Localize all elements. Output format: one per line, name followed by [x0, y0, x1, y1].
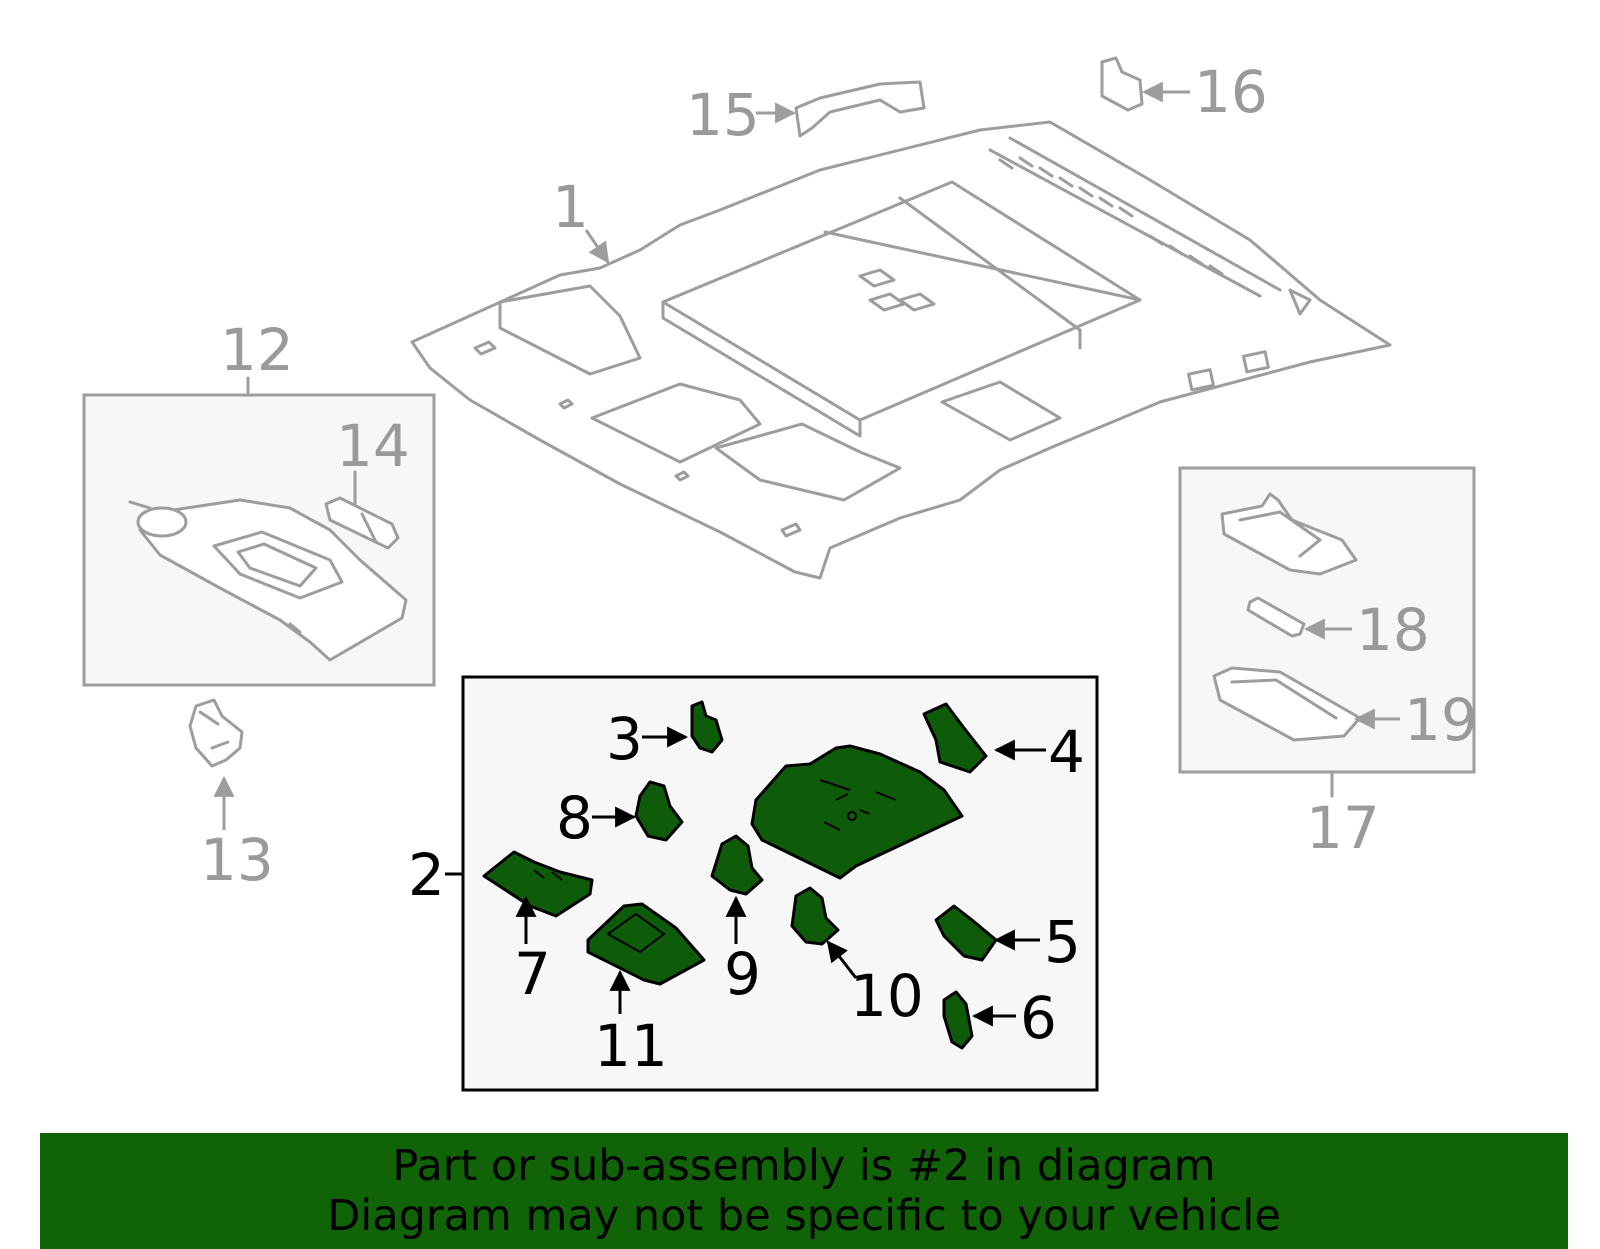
clip-part-4 [922, 702, 988, 774]
callout-2: 2 [408, 841, 445, 909]
banner-line-2: Diagram may not be specific to your vehi… [327, 1191, 1281, 1241]
dome-light-housing-part [1220, 492, 1358, 576]
clip-part-9 [710, 834, 764, 896]
callout-17: 17 [1306, 794, 1380, 862]
dome-light-bulb-part-18 [1246, 596, 1306, 638]
callout-4: 4 [1048, 718, 1085, 786]
sun-visor-part [128, 498, 408, 662]
headliner-part [410, 120, 1392, 580]
callout-7: 7 [514, 940, 551, 1008]
clip-part-16 [1100, 56, 1144, 112]
clip-part-3 [690, 700, 724, 754]
info-banner: Part or sub-assembly is #2 in diagram Di… [40, 1133, 1568, 1249]
clip-part-6 [942, 990, 974, 1050]
dome-light-lens-part-19 [1212, 666, 1362, 742]
callout-19: 19 [1404, 686, 1478, 754]
callout-14: 14 [336, 412, 410, 480]
callout-8: 8 [556, 784, 593, 852]
callout-3: 3 [606, 705, 643, 773]
callout-11: 11 [594, 1012, 668, 1080]
callout-15: 15 [686, 81, 760, 149]
callout-6: 6 [1020, 984, 1057, 1052]
callout-1: 1 [552, 173, 589, 241]
callout-5: 5 [1044, 908, 1081, 976]
visor-bulb-part-14 [324, 496, 400, 550]
callout-10: 10 [850, 962, 924, 1030]
clip-part-8 [634, 780, 684, 842]
visor-holder-part [188, 698, 244, 768]
clip-part-5 [934, 904, 998, 962]
clip-part-10 [790, 886, 840, 946]
callout-12: 12 [220, 316, 294, 384]
callout-13: 13 [200, 826, 274, 894]
grab-handle-part [794, 80, 926, 138]
callout-9: 9 [724, 940, 761, 1008]
banner-line-1: Part or sub-assembly is #2 in diagram [392, 1141, 1216, 1191]
console-housing-part [750, 744, 964, 880]
lens-part-7 [482, 850, 594, 918]
lamp-part-11 [586, 902, 706, 986]
callout-16: 16 [1194, 58, 1268, 126]
callout-18: 18 [1356, 596, 1430, 664]
